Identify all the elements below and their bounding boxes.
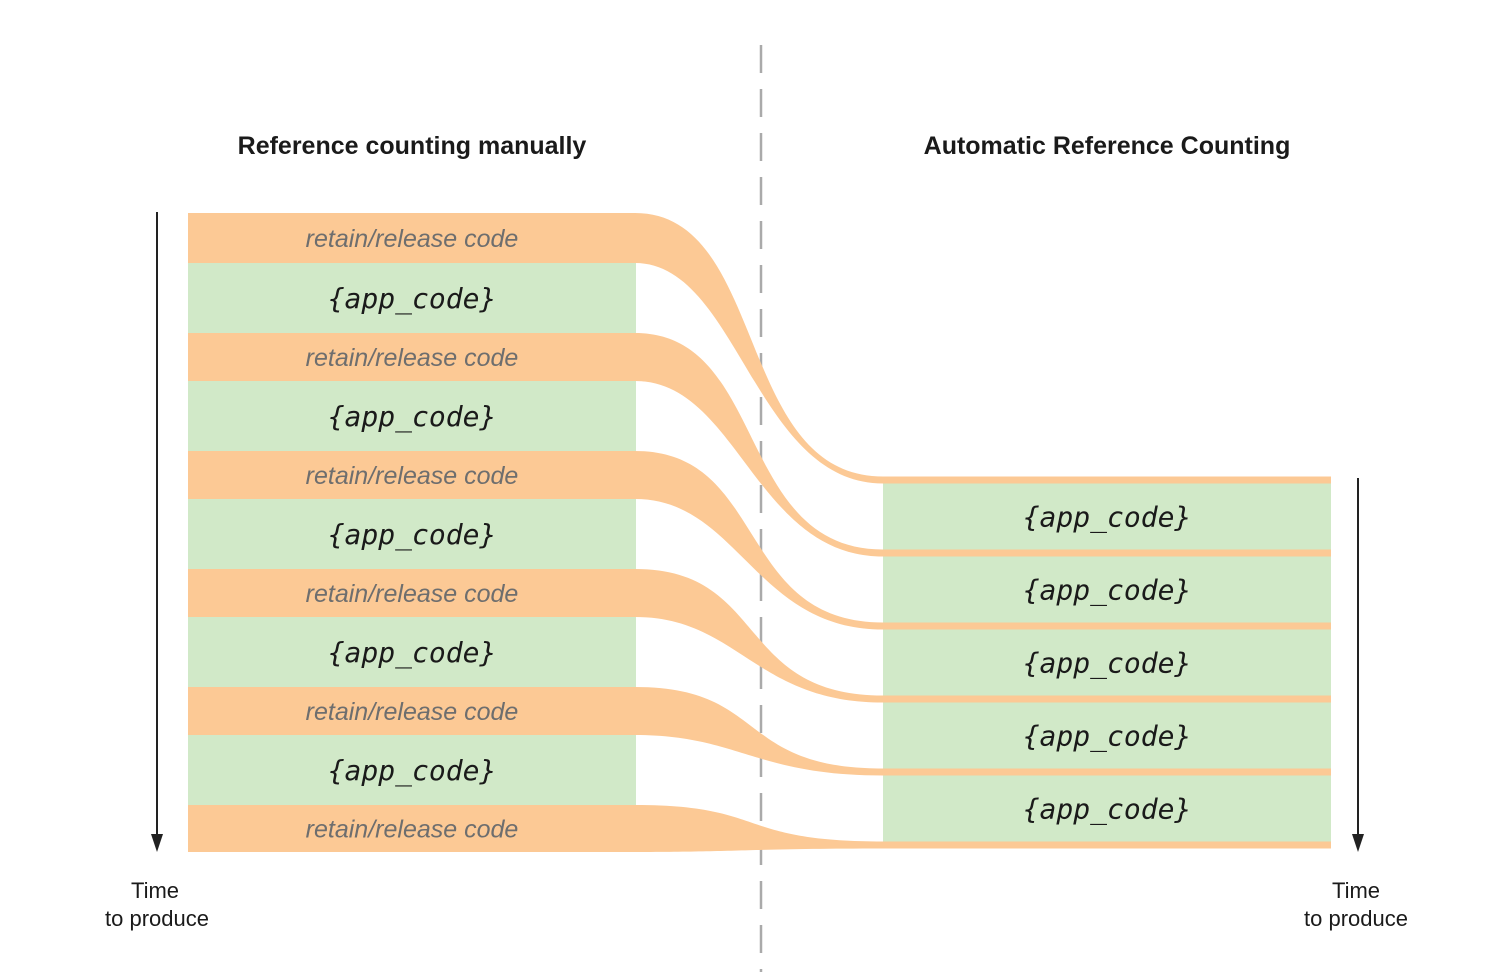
- app-code-block: [188, 381, 636, 451]
- retain-release-flow-band: [635, 687, 883, 776]
- arc-separator: [883, 476, 1331, 484]
- app-code-label: {app_code}: [328, 400, 497, 434]
- retain-release-flow-band: [635, 451, 883, 630]
- arc-separator: [883, 695, 1331, 703]
- retain-release-block: [188, 213, 636, 263]
- arc-app-code-block: [883, 556, 1331, 623]
- retain-release-label: retain/release code: [306, 580, 519, 608]
- retain-release-flow-band: [635, 805, 883, 852]
- retain-release-block: [188, 569, 636, 617]
- app-code-label: {app_code}: [328, 518, 497, 552]
- retain-release-label: retain/release code: [306, 225, 519, 253]
- app-code-block: [188, 263, 636, 333]
- arc-app-code-label: {app_code}: [1023, 501, 1192, 535]
- arc-app-code-block: [883, 483, 1331, 550]
- arc-app-code-label: {app_code}: [1023, 647, 1192, 681]
- arc-separator: [883, 622, 1331, 630]
- arc-app-code-block: [883, 702, 1331, 769]
- left-title: Reference counting manually: [238, 132, 587, 160]
- arc-separator: [883, 841, 1331, 849]
- retain-release-block: [188, 333, 636, 381]
- retain-release-block: [188, 805, 636, 852]
- arc-app-code-label: {app_code}: [1023, 793, 1192, 827]
- retain-release-label: retain/release code: [306, 816, 519, 844]
- app-code-block: [188, 735, 636, 805]
- retain-release-label: retain/release code: [306, 462, 519, 490]
- retain-release-flow-band: [635, 213, 883, 484]
- right-title: Automatic Reference Counting: [924, 132, 1291, 160]
- app-code-label: {app_code}: [328, 636, 497, 670]
- arc-separator: [883, 768, 1331, 776]
- right-time-label: Time: [1332, 878, 1380, 903]
- retain-release-label: retain/release code: [306, 344, 519, 372]
- arc-separator: [883, 549, 1331, 557]
- arc-app-code-label: {app_code}: [1023, 574, 1192, 608]
- manual-column: retain/release code {app_code} retain/rele…: [188, 213, 636, 852]
- app-code-label: {app_code}: [328, 282, 497, 316]
- left-time-label-sub: to produce: [105, 906, 209, 931]
- retain-release-flow-bands: [635, 213, 883, 852]
- retain-release-label: retain/release code: [306, 698, 519, 726]
- retain-release-flow-band: [635, 333, 883, 557]
- arc-column: {app_code} {app_code} {app_code} {app_code}…: [883, 476, 1331, 849]
- retain-release-block: [188, 687, 636, 735]
- app-code-block: [188, 617, 636, 687]
- arc-app-code-block: [883, 775, 1331, 842]
- left-time-label: Time: [131, 878, 179, 903]
- right-time-label-sub: to produce: [1304, 906, 1408, 931]
- arc-app-code-label: {app_code}: [1023, 720, 1192, 754]
- retain-release-block: [188, 451, 636, 499]
- retain-release-flow-band: [635, 569, 883, 703]
- arc-app-code-block: [883, 629, 1331, 696]
- app-code-block: [188, 499, 636, 569]
- left-time-arrow: [151, 212, 163, 852]
- right-time-arrow: [1352, 478, 1364, 852]
- app-code-label: {app_code}: [328, 754, 497, 788]
